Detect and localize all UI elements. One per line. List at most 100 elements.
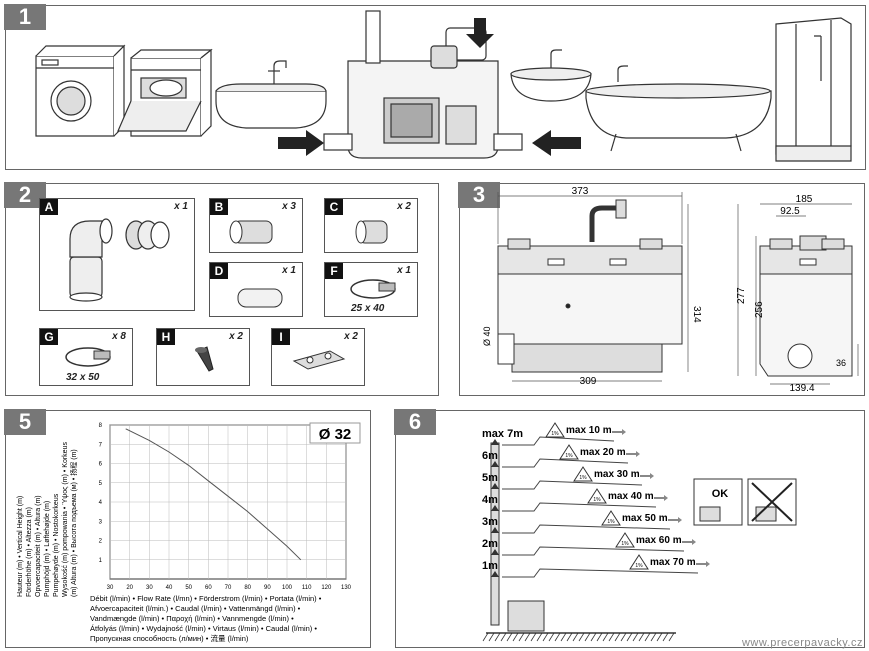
dim-side-height-body: 256 (754, 301, 765, 318)
dim-side-width: 185 (796, 194, 813, 205)
run-length-label: max 20 m (580, 447, 626, 458)
panel-2-kit-contents: 2 A x 1 B x 3 C x 2 (4, 182, 439, 396)
hatch-line (668, 632, 675, 642)
hatch-line (596, 632, 603, 642)
hatch-line (512, 632, 519, 642)
x-axis-title: Débit (l/min) • Flow Rate (l/mn) • Förde… (90, 594, 322, 643)
hatch-line (632, 632, 639, 642)
hatch-line (542, 632, 549, 642)
screw-icon (195, 346, 214, 372)
flow-arrow-icon (668, 517, 682, 523)
hatch-line (506, 632, 513, 642)
y-axis-title-line: Hauteur (m) • Vertical Height (m) (17, 496, 24, 597)
run-length-label: max 40 m (608, 491, 654, 502)
flow-arrow-icon (682, 539, 696, 545)
hatch-line (614, 632, 621, 642)
bathtub-icon (585, 65, 772, 152)
y-axis-title: Hauteur (m) • Vertical Height (m)Förderh… (17, 442, 78, 597)
x-axis-title-line: Débit (l/min) • Flow Rate (l/mn) • Förde… (90, 594, 322, 603)
hatch-line (578, 632, 585, 642)
part-g: G x 8 32 x 50 (39, 328, 133, 386)
x-tick-label: 80 (244, 585, 251, 591)
hatch-line (608, 632, 615, 642)
hatch-line (602, 632, 609, 642)
panel-number: 1 (4, 4, 46, 30)
y-axis-title-line: (m) Altura (m) • Высота подъема (м) • 扬程… (69, 449, 78, 597)
height-label: 1m (482, 560, 498, 572)
pipe-diameter-badge (309, 422, 361, 444)
x-tick-label: 70 (225, 585, 232, 591)
appliances-illustration (35, 10, 852, 162)
ok-position-icon: OK (693, 478, 743, 526)
chart-grid (109, 424, 347, 580)
slope-warning-icon (545, 422, 565, 438)
hatch-line (530, 632, 537, 642)
hose-clamp-icon (65, 347, 111, 367)
slope-label: 1% (607, 519, 615, 525)
arrow-right-icon (532, 130, 581, 156)
y-tick-label: 7 (99, 442, 103, 448)
up-arrow-icon (491, 527, 499, 533)
arrow-left-icon (278, 130, 324, 156)
sleeve-connector-icon (355, 220, 388, 244)
slope-warning-icon (601, 510, 621, 526)
mounting-bracket-icon (292, 350, 346, 370)
run-length-label: max 30 m (594, 469, 640, 480)
flow-arrow-icon (654, 495, 668, 501)
hatch-line (518, 632, 525, 642)
hatch-line (548, 632, 555, 642)
panel-3-dimensions: 3 373 309 314 Ø 40 (458, 182, 865, 396)
vertical-pipe (490, 442, 500, 626)
run-length-label: max 10 m (566, 425, 612, 436)
dimension-drawing: 373 309 314 Ø 40 185 92.5 277 256 139.4 … (482, 186, 859, 394)
part-d: D x 1 (209, 262, 303, 317)
pump-unit-icon (323, 10, 523, 159)
hatch-line (590, 632, 597, 642)
y-axis-title-line: Pumpehøyde (m) • Nostokorkeus (53, 493, 60, 597)
hatch-line (560, 632, 567, 642)
dim-side-outlet-height: 36 (836, 358, 846, 368)
hatch-line (626, 632, 633, 642)
watermark: www.precerpavacky.cz (741, 637, 863, 649)
height-label: 3m (482, 516, 498, 528)
not-allowed-position-icon (747, 478, 797, 526)
height-label: 4m (482, 494, 498, 506)
dim-side-height-total: 277 (736, 287, 747, 304)
up-arrow-icon (491, 571, 499, 577)
panel-5-performance-curve: 5 Hauteur (m) • Vertical Height (m)Förde… (4, 409, 371, 648)
slope-label: 1% (551, 431, 559, 437)
panel-number: 3 (458, 182, 500, 208)
dim-inlet-diameter: Ø 40 (482, 326, 492, 346)
part-a: A x 1 (39, 198, 195, 311)
x-tick-label: 30 (107, 585, 114, 591)
run-pipe (502, 458, 629, 468)
x-axis-title-line: Átfolyás (l/min) • Wydajność (l/min) • V… (90, 624, 317, 633)
x-tick-label: 60 (205, 585, 212, 591)
bellows-sleeve-icon (229, 220, 273, 244)
flow-arrow-icon (696, 561, 710, 567)
run-pipe (502, 436, 615, 446)
part-i: I x 2 (271, 328, 365, 386)
y-tick-label: 4 (99, 500, 103, 506)
shower-cabin-icon (775, 17, 852, 162)
part-c: C x 2 (324, 198, 418, 253)
height-label: 5m (482, 472, 498, 484)
slope-label: 1% (635, 563, 643, 569)
x-axis-title-line: Пропускная способность (л/мин) • 流量 (l/m… (90, 633, 249, 643)
hatch-line (524, 632, 531, 642)
up-arrow-icon (491, 439, 499, 445)
performance-curve-line (125, 428, 302, 561)
x-tick-label: 100 (282, 585, 293, 591)
run-pipe (502, 524, 671, 534)
washbasin-icon (510, 49, 592, 102)
part-b: B x 3 (209, 198, 303, 253)
dim-side-top: 92.5 (780, 206, 800, 217)
y-tick-label: 5 (99, 481, 103, 487)
up-arrow-icon (491, 483, 499, 489)
hatch-line (650, 632, 657, 642)
dim-width-bottom: 309 (580, 376, 597, 387)
flow-arrow-icon (640, 473, 654, 479)
part-h: H x 2 (156, 328, 250, 386)
hatch-line (488, 632, 495, 642)
